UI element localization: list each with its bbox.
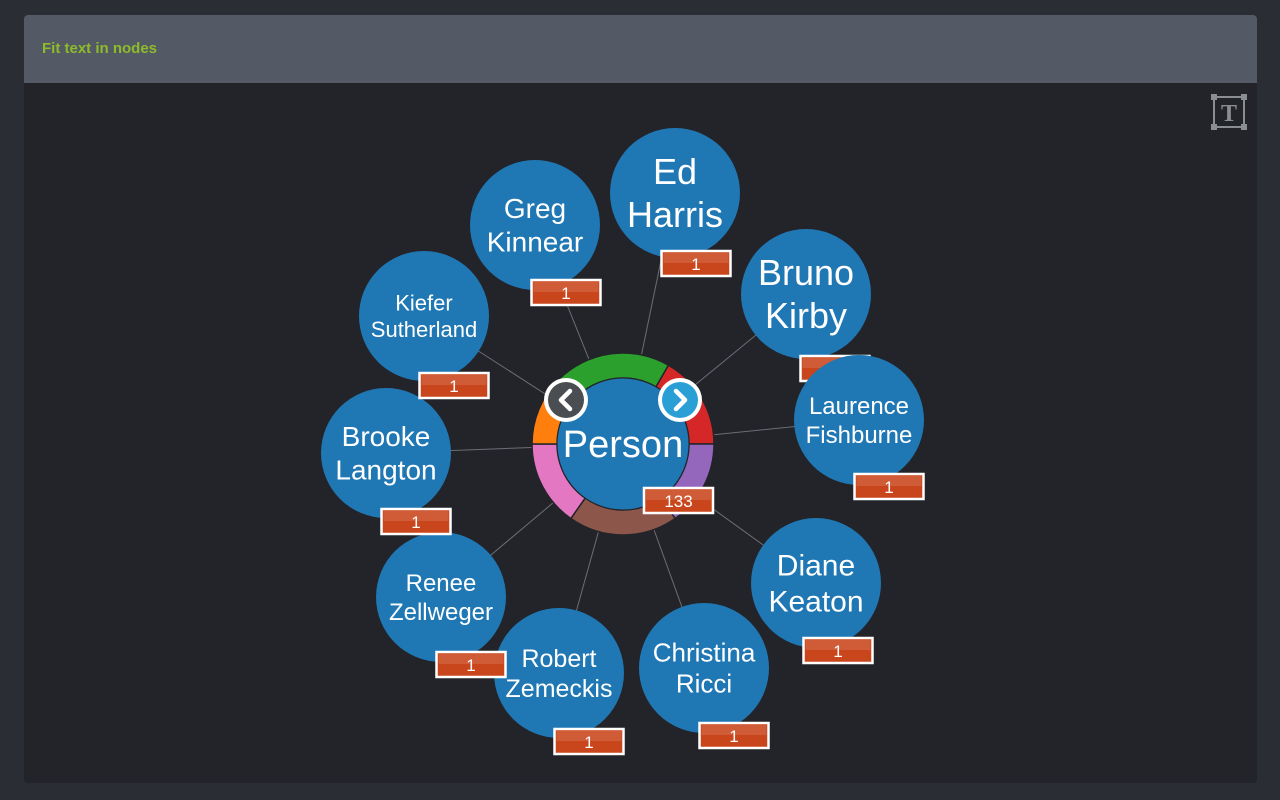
person-node-label: Sutherland	[371, 317, 477, 342]
person-node-label: Renee	[406, 570, 477, 597]
count-badge-label: 1	[833, 642, 842, 661]
center-node-circle[interactable]	[556, 377, 690, 511]
person-node-label: Harris	[627, 194, 723, 235]
count-badge: 1	[380, 507, 452, 536]
person-node-circle[interactable]	[751, 518, 881, 648]
person-node-label: Greg	[504, 193, 566, 224]
person-node-label: Zemeckis	[506, 675, 613, 703]
count-badge: 1	[660, 249, 732, 278]
count-badge-label: 1	[584, 733, 593, 752]
count-badge: 133	[642, 486, 715, 515]
person-node-label: Ed	[653, 151, 697, 192]
count-badge-label: 1	[449, 377, 458, 396]
count-badge-label: 1	[411, 513, 420, 532]
count-badge-label: 1	[729, 727, 738, 746]
count-badge-label: 1	[561, 284, 570, 303]
chevron-left-icon[interactable]	[544, 378, 588, 422]
person-node-circle[interactable]	[639, 603, 769, 733]
person-node-label: Kiefer	[395, 291, 452, 316]
person-node-circle[interactable]	[610, 128, 740, 258]
center-node[interactable]: Person 133	[531, 352, 715, 536]
center-node-label: Person	[563, 424, 683, 466]
count-badge: 1	[530, 278, 602, 307]
person-node-circle[interactable]	[470, 160, 600, 290]
chevron-right-icon[interactable]	[658, 378, 702, 422]
count-badge-label: 133	[664, 492, 692, 511]
person-node-label: Robert	[521, 645, 596, 673]
count-badge: 1	[418, 371, 490, 400]
count-badge-label: 1	[691, 255, 700, 274]
panel-header: Fit text in nodes	[24, 15, 1257, 83]
person-node-label: Kinnear	[487, 227, 584, 258]
person-node-label: Keaton	[768, 586, 863, 619]
person-node-circle[interactable]	[376, 532, 506, 662]
person-node-label: Brooke	[342, 421, 431, 452]
person-node-circle[interactable]	[794, 355, 924, 485]
person-node-circle[interactable]	[494, 608, 624, 738]
count-badge: 1	[802, 636, 874, 665]
count-badge: 1	[553, 727, 625, 756]
text-fit-icon[interactable]: T	[1211, 94, 1247, 130]
person-node-label: Diane	[777, 550, 855, 583]
person-node-label: Christina	[653, 638, 756, 668]
person-node-label: Kirby	[765, 295, 847, 336]
person-node-label: Fishburne	[806, 422, 913, 449]
person-node-circle[interactable]	[741, 229, 871, 359]
count-badge-label: 1	[884, 478, 893, 497]
count-badge: 1	[435, 650, 507, 679]
svg-text:T: T	[1221, 101, 1237, 127]
person-node-label: Bruno	[758, 252, 854, 293]
nodes-layer: GregKinnear1EdHarris1BrunoKirby1Laurence…	[321, 128, 925, 756]
person-node-label: Langton	[335, 455, 436, 486]
panel-title: Fit text in nodes	[42, 40, 158, 57]
count-badge-label: 1	[466, 656, 475, 675]
person-node-label: Ricci	[676, 669, 732, 699]
person-node-circle[interactable]	[321, 388, 451, 518]
count-badge: 1	[698, 721, 770, 750]
person-node-circle[interactable]	[359, 251, 489, 381]
person-node-label: Laurence	[809, 393, 909, 420]
person-node-label: Zellweger	[389, 599, 493, 626]
count-badge: 1	[853, 472, 925, 501]
